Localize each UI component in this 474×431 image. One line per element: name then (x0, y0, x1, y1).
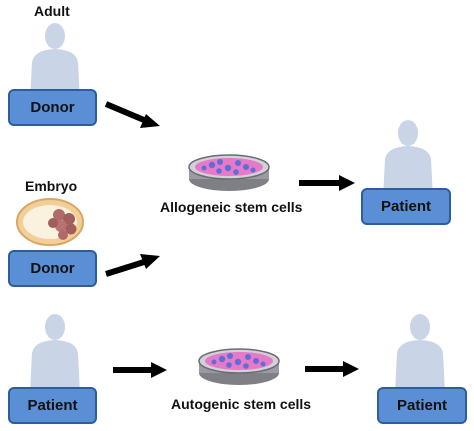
allogeneic-stem-cells-label: Allogeneic stem cells (160, 199, 303, 215)
adult-label: Adult (34, 3, 70, 19)
embryo-label: Embryo (25, 178, 78, 194)
arrow-icon (113, 362, 167, 378)
arrow-icon (299, 175, 355, 191)
arrow-icon (105, 254, 160, 277)
autogenic-stem-cells-label: Autogenic stem cells (171, 396, 312, 412)
patient-allogeneic-box: Patient (361, 188, 451, 225)
human-silhouette-icon (395, 314, 445, 393)
arrow-icon (305, 361, 359, 377)
donor-embryo-box: Donor (8, 250, 97, 287)
embryo-icon (16, 198, 84, 246)
human-silhouette-icon (30, 23, 80, 102)
human-silhouette-icon (30, 314, 80, 393)
patient-autogenic-source-box: Patient (8, 387, 97, 424)
patient-autogenic-target-box: Patient (377, 387, 467, 424)
arrow-icon (104, 101, 160, 128)
donor-adult-box: Donor (8, 89, 97, 126)
petri-dish-icon (188, 154, 270, 191)
petri-dish-icon (198, 348, 280, 385)
human-silhouette-icon (383, 120, 433, 199)
